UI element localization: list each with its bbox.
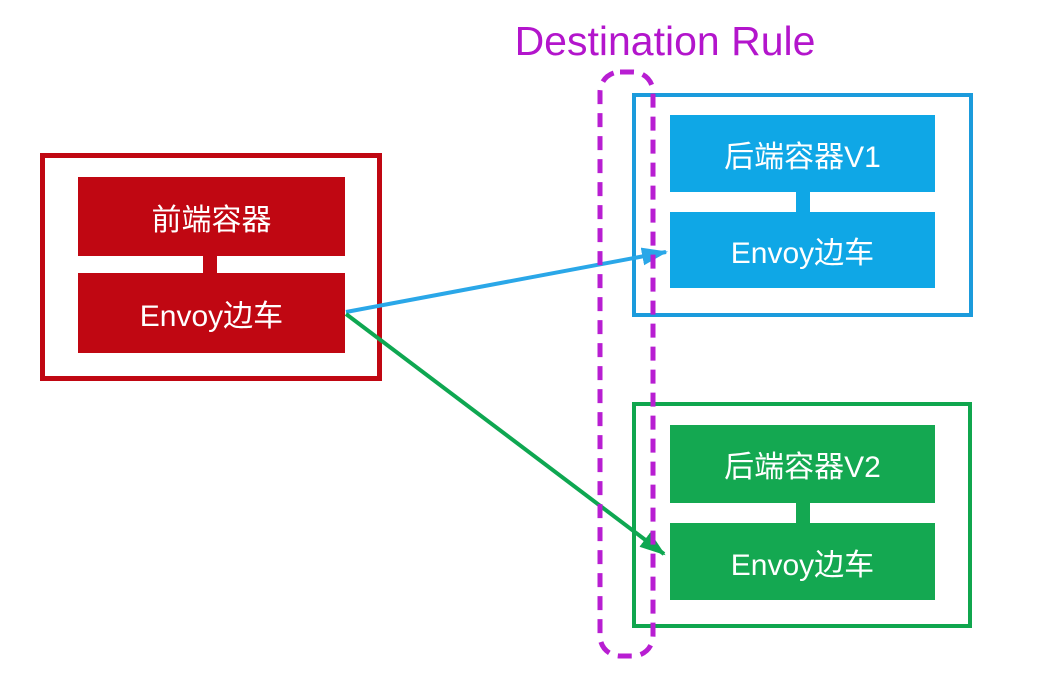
frontend-container-label: 前端容器 (151, 203, 272, 237)
backend-v2-pod: 后端容器V2 Envoy边车 (632, 402, 972, 628)
backend-v1-container-label: 后端容器V1 (724, 140, 881, 174)
backend-v1-pod: 后端容器V1 Envoy边车 (632, 93, 973, 317)
frontend-pod-connector (203, 256, 217, 273)
diagram-title: Destination Rule (514, 18, 816, 64)
backend-v2-envoy-node: Envoy边车 (670, 523, 935, 600)
backend-v2-pod-connector (796, 503, 810, 523)
frontend-envoy-node: Envoy边车 (78, 273, 345, 353)
frontend-container-node: 前端容器 (78, 177, 345, 256)
backend-v2-container-node: 后端容器V2 (670, 425, 935, 503)
backend-v1-envoy-node: Envoy边车 (670, 212, 935, 288)
backend-v2-envoy-label: Envoy边车 (730, 548, 875, 582)
backend-v2-container-label: 后端容器V2 (724, 451, 881, 484)
backend-v1-pod-connector (796, 192, 810, 212)
backend-v1-envoy-label: Envoy边车 (730, 237, 875, 270)
traffic-arrow-to-v1 (345, 247, 668, 314)
frontend-envoy-label: Envoy边车 (139, 300, 284, 333)
traffic-arrow-to-v2 (344, 312, 666, 556)
frontend-pod: 前端容器 Envoy边车 (40, 153, 382, 381)
backend-v1-container-node: 后端容器V1 (670, 115, 935, 192)
